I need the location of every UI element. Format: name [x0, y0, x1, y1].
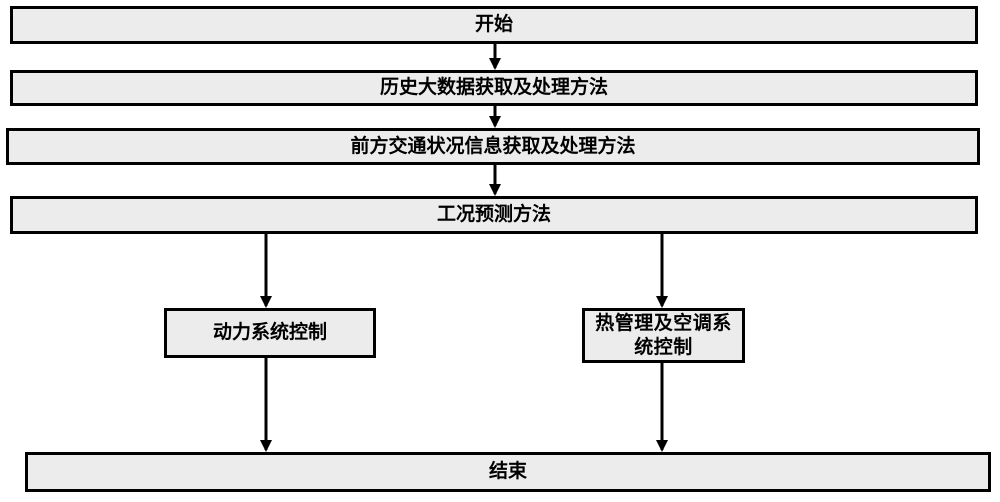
arrowhead-traffic-to-prediction	[489, 184, 501, 196]
arrowhead-start-to-history	[489, 58, 501, 70]
arrowhead-history-to-traffic	[489, 116, 501, 128]
power-control-node-label: 动力系统控制	[213, 321, 327, 345]
history-data-node: 历史大数据获取及处理方法	[10, 70, 978, 106]
history-data-node-label: 历史大数据获取及处理方法	[380, 76, 608, 100]
end-node-label: 结束	[489, 460, 527, 484]
thermal-control-node-label: 热管理及空调系统控制	[591, 312, 736, 360]
arrowhead-power-to-end	[260, 440, 272, 452]
end-node: 结束	[25, 452, 991, 492]
traffic-info-node: 前方交通状况信息获取及处理方法	[6, 128, 980, 165]
start-node-label: 开始	[475, 13, 513, 37]
condition-prediction-node: 工况预测方法	[10, 196, 978, 234]
traffic-info-node-label: 前方交通状况信息获取及处理方法	[350, 135, 635, 159]
power-control-node: 动力系统控制	[164, 308, 376, 358]
condition-prediction-node-label: 工况预测方法	[437, 203, 551, 227]
thermal-control-node: 热管理及空调系统控制	[582, 308, 745, 363]
arrowhead-prediction-to-thermal	[656, 296, 668, 308]
start-node: 开始	[10, 6, 978, 44]
arrowhead-prediction-to-power	[260, 296, 272, 308]
arrowhead-thermal-to-end	[656, 440, 668, 452]
